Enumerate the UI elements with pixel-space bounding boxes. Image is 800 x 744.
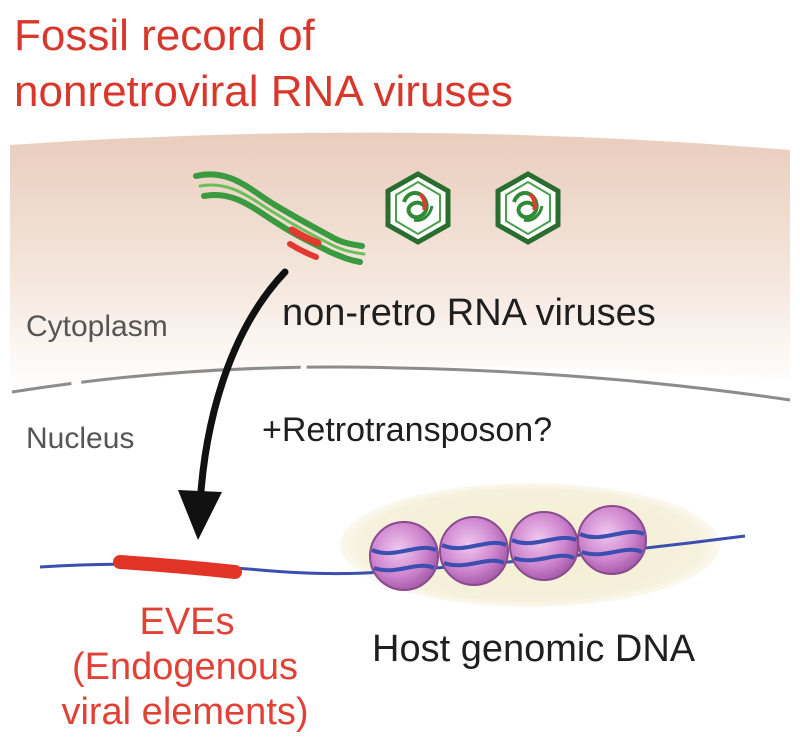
eves-label: EVEs [139,601,235,643]
nucleosome-icon [369,521,439,591]
cytoplasm-region [10,132,790,390]
virus-particle-icon [495,171,561,245]
nuclear-envelope [11,365,791,402]
viruses-label: non-retro RNA viruses [282,292,656,334]
nucleosome-icon [509,511,579,581]
diagram-title-line-1: Fossil record of [14,11,315,60]
cytoplasm-label: Cytoplasm [26,310,168,343]
nucleosome-icon [577,505,647,575]
eves-definition-line-2: viral elements) [61,691,309,733]
integration-arrow [196,268,289,509]
nucleus-label: Nucleus [26,422,135,455]
eve-segment [113,555,242,579]
virus-particle-icon [385,171,451,245]
host-dna-label: Host genomic DNA [372,628,696,670]
nucleosome-icon [439,516,509,586]
retrotransposon-label: +Retrotransposon? [262,411,553,449]
eves-definition-line-1: (Endogenous [71,646,299,688]
viral-rna-icon [193,171,366,265]
integration-arrow-head [178,490,222,540]
diagram-title-line-2: nonretroviral RNA viruses [14,67,513,116]
